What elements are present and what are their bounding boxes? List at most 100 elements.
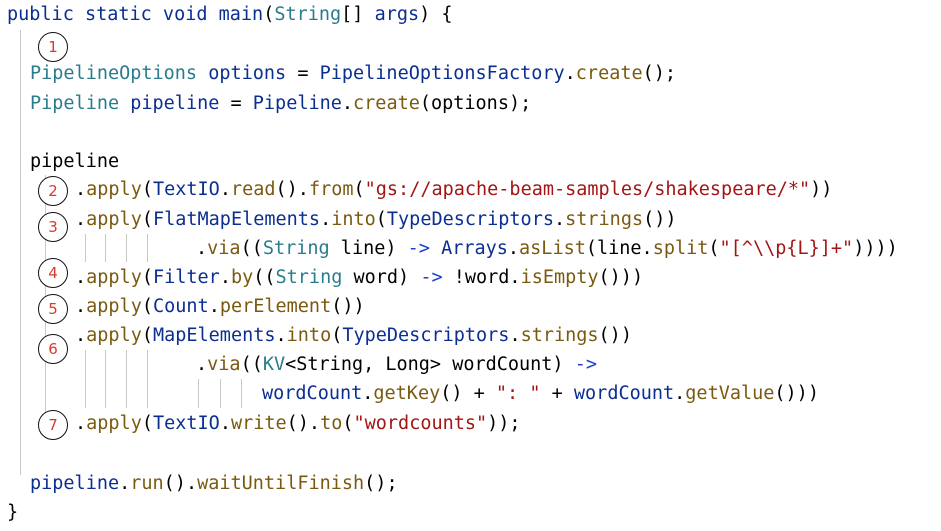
code-token: . <box>75 267 87 288</box>
indent-guide <box>198 379 199 408</box>
code-token: read <box>230 179 276 200</box>
code-token: ()) <box>598 325 632 346</box>
code-token: MapElements <box>152 325 276 346</box>
code-token: (( <box>253 267 276 288</box>
code-token: strings <box>565 209 644 230</box>
code-token: args <box>374 4 420 25</box>
code-token: via <box>207 238 241 259</box>
code-token: () + <box>440 383 496 404</box>
code-token: into <box>286 325 332 346</box>
code-token: (). <box>163 473 198 494</box>
code-line: PipelineOptions options = PipelineOption… <box>30 59 676 89</box>
code-token: ( <box>141 267 153 288</box>
code-token: . <box>75 209 87 230</box>
code-token: . <box>674 383 686 404</box>
code-token: pipeline <box>30 473 120 494</box>
code-token <box>119 93 130 114</box>
code-line: pipeline.run().waitUntilFinish(); <box>30 469 398 499</box>
code-token: + <box>540 383 574 404</box>
code-token: )))) <box>853 238 898 259</box>
code-token: ())) <box>598 267 644 288</box>
code-token: . <box>119 473 131 494</box>
code-token: ())) <box>774 383 819 404</box>
code-token: waitUntilFinish <box>197 473 365 494</box>
code-token: ()) <box>331 296 365 317</box>
code-token: . <box>507 238 520 259</box>
code-token: TypeDescriptors <box>386 209 554 230</box>
code-token: . <box>75 325 87 346</box>
code-token: Pipeline <box>252 93 342 114</box>
code-line: .apply(FlatMapElements.into(TypeDescript… <box>75 205 677 235</box>
step-marker-6: 6 <box>38 334 68 364</box>
code-token: "wordcounts" <box>353 413 488 434</box>
code-line: Pipeline pipeline = Pipeline.create(opti… <box>30 89 531 119</box>
code-token: wordCount <box>262 383 363 404</box>
code-token: strings <box>520 325 599 346</box>
code-token: run <box>130 473 164 494</box>
code-token <box>430 238 441 259</box>
code-line: .apply(TextIO.read().from("gs://apache-b… <box>75 175 832 205</box>
code-token: . <box>553 209 566 230</box>
code-token: . <box>75 413 87 434</box>
indent-guide <box>105 350 106 408</box>
code-token: . <box>75 296 87 317</box>
indent-guide <box>147 234 148 262</box>
code-token: perElement <box>219 296 332 317</box>
code-token: TextIO <box>152 179 220 200</box>
code-token: ( <box>331 325 343 346</box>
code-token: into <box>331 209 376 230</box>
code-token: (). <box>286 413 321 434</box>
code-token: pipeline <box>30 151 120 172</box>
code-token: )); <box>487 413 521 434</box>
code-token: . <box>219 413 231 434</box>
code-token: . <box>196 354 208 375</box>
code-token: isEmpty <box>520 267 599 288</box>
code-token: ( <box>141 325 153 346</box>
code-token: getKey <box>373 383 441 404</box>
code-token: Pipeline <box>30 93 120 114</box>
code-token: [] <box>341 4 375 25</box>
code-token: ( <box>342 413 354 434</box>
code-token: create <box>353 93 420 114</box>
code-token: <String, Long> wordCount) <box>285 354 575 375</box>
code-token: create <box>575 63 643 84</box>
code-token: . <box>75 179 87 200</box>
code-token: -> <box>574 354 597 375</box>
code-token: asList <box>519 238 586 259</box>
code-token: "gs://apache-beam-samples/shakespeare/*" <box>364 179 811 200</box>
indent-guide <box>241 379 242 408</box>
code-token: main <box>218 4 264 25</box>
code-token: ( <box>263 4 275 25</box>
code-token: } <box>7 502 19 523</box>
code-token: ": " <box>495 383 541 404</box>
code-token: String <box>262 238 330 259</box>
code-token: -> <box>407 238 430 259</box>
step-marker-4: 4 <box>38 258 68 288</box>
code-token: TextIO <box>152 413 220 434</box>
indent-guide <box>126 350 127 408</box>
step-marker-5: 5 <box>38 294 68 324</box>
step-marker-2: 2 <box>38 176 68 206</box>
code-token: ( <box>375 209 387 230</box>
code-token: String <box>275 267 343 288</box>
code-token: pipeline <box>130 93 220 114</box>
code-token: (). <box>275 179 309 200</box>
code-token: (( <box>240 354 263 375</box>
code-token: = <box>219 93 253 114</box>
code-token: (line. <box>585 238 653 259</box>
code-line: .via((KV<String, Long> wordCount) -> <box>196 350 597 380</box>
code-token: . <box>362 383 374 404</box>
code-token: options <box>208 63 287 84</box>
code-token: apply <box>86 325 142 346</box>
indent-guide <box>126 234 127 262</box>
code-token: by <box>230 267 254 288</box>
code-line: pipeline <box>30 147 119 177</box>
code-token: apply <box>86 179 142 200</box>
code-token: (options); <box>419 93 532 114</box>
code-token: "[^\\p{L}]+" <box>719 238 854 259</box>
step-marker-7: 7 <box>38 410 68 440</box>
code-token: (); <box>642 63 677 84</box>
code-line: .apply(MapElements.into(TypeDescriptors.… <box>75 321 632 351</box>
code-token: PipelineOptionsFactory <box>319 63 565 84</box>
